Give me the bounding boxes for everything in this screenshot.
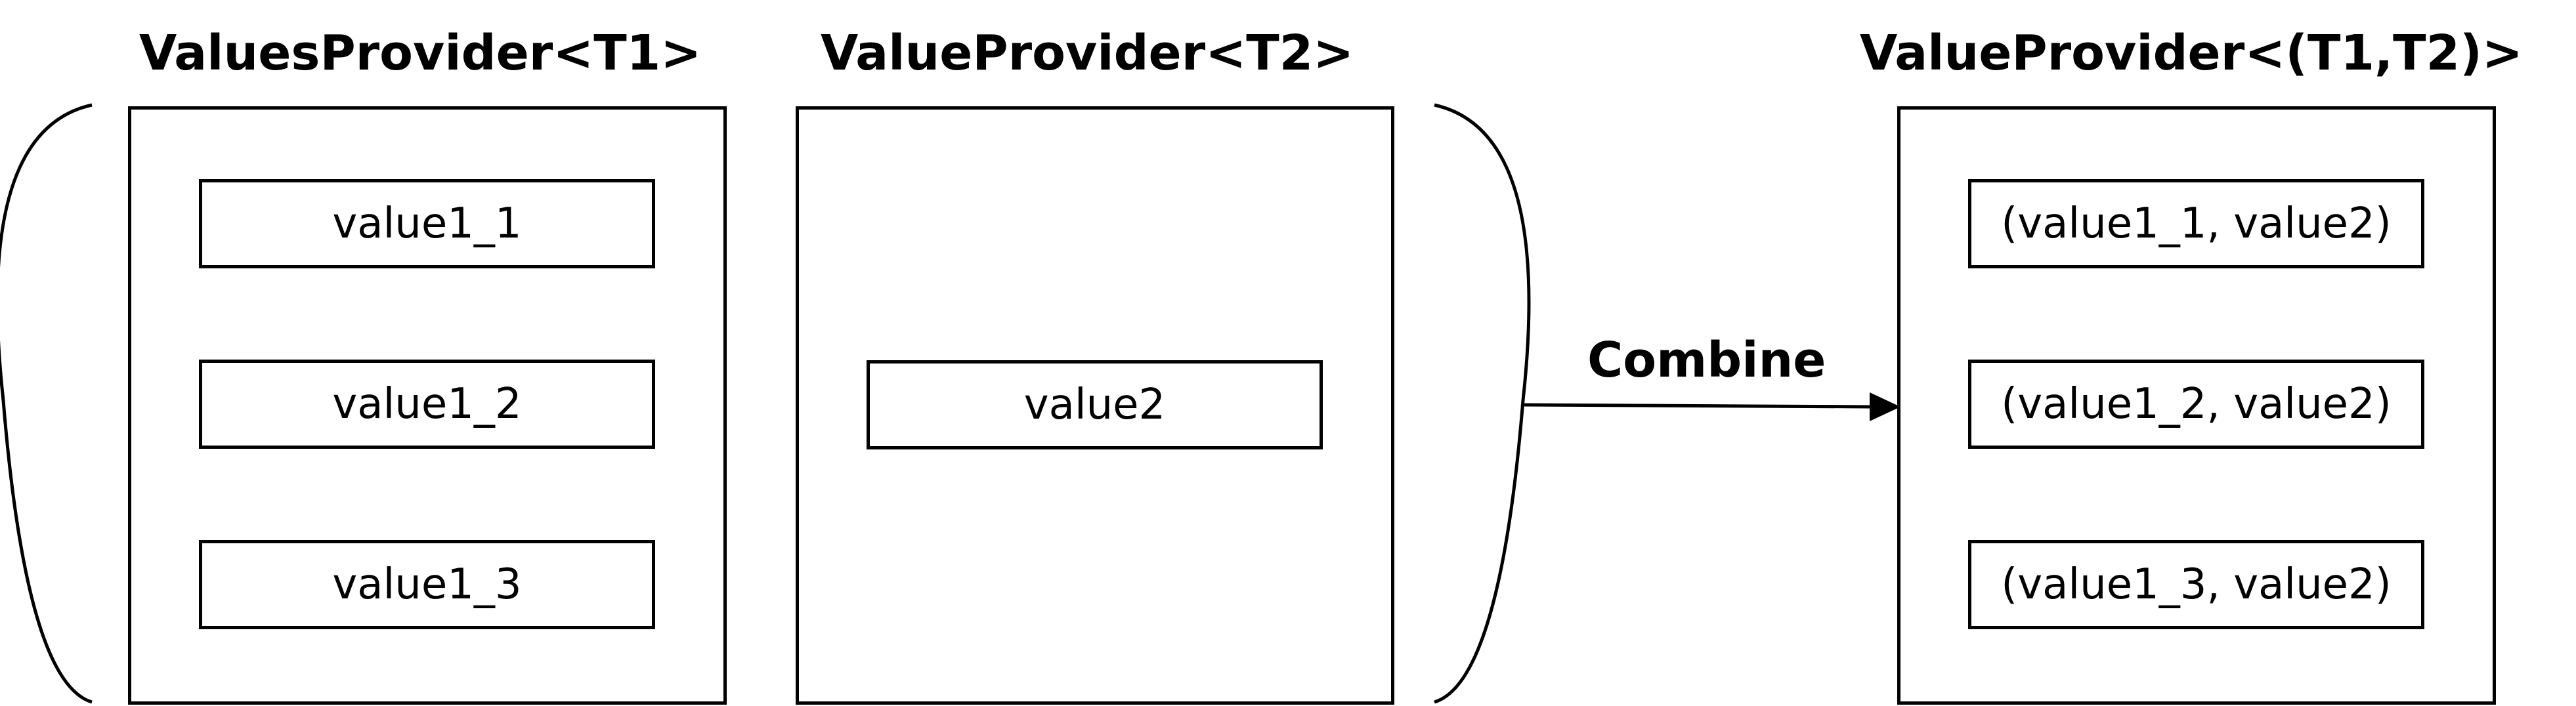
combine-arrow-head: [1870, 392, 1900, 421]
combine-arrow-line: [1524, 403, 1872, 409]
provider1-title: ValuesProvider<T1>: [139, 25, 702, 81]
provider1-item: value1_1: [199, 179, 655, 268]
provider1-item: value1_2: [199, 360, 655, 449]
combine-label: Combine: [1587, 332, 1826, 388]
result-item: (value1_1, value2): [1968, 179, 2424, 268]
right-bracket: [1434, 103, 1531, 704]
provider2-item: value2: [867, 360, 1323, 449]
provider2-title: ValueProvider<T2>: [821, 25, 1354, 81]
result-item: (value1_2, value2): [1968, 360, 2424, 449]
left-bracket: [0, 103, 93, 704]
result-title: ValueProvider<(T1,T2)>: [1860, 25, 2523, 81]
provider1-item: value1_3: [199, 540, 655, 629]
result-item: (value1_3, value2): [1968, 540, 2424, 629]
